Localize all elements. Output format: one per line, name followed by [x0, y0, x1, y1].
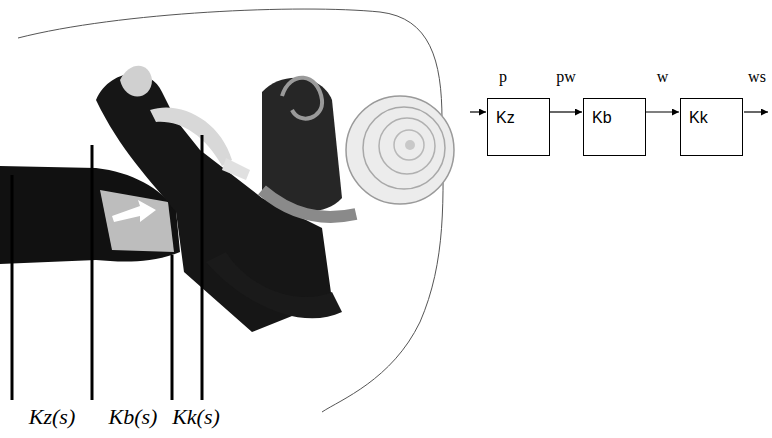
output-arrow	[744, 111, 768, 112]
signal-arrow	[646, 111, 679, 112]
boundary-line	[201, 135, 204, 400]
ossicle	[150, 107, 232, 166]
cochlea-apex	[405, 140, 415, 150]
transfer-block: Kb	[583, 98, 646, 156]
block-name: Kz	[496, 109, 515, 127]
eardrum-region	[100, 190, 174, 252]
signal-arrow	[550, 111, 582, 112]
boundary-line	[171, 255, 174, 400]
eustachian-tube	[206, 252, 342, 318]
cochlea-turn	[363, 107, 445, 189]
signal-name: w	[657, 68, 669, 86]
signal-name: ws	[748, 68, 766, 86]
transfer-block: Kk	[680, 98, 743, 156]
transfer-function-label: Kz(s)	[29, 404, 75, 430]
block-name: Kb	[592, 109, 612, 127]
cochlea-turn	[379, 118, 435, 174]
cochlea-turn	[394, 130, 424, 160]
stapes	[222, 158, 250, 180]
boundary-line	[11, 175, 14, 400]
flow-arrow	[112, 200, 156, 222]
signal-name: pw	[556, 68, 576, 86]
cochlea	[346, 96, 454, 204]
block-name: Kk	[689, 109, 708, 127]
vestibule	[262, 78, 342, 211]
semicircular-canal	[282, 78, 322, 119]
input-arrow	[470, 111, 486, 112]
ossicle	[120, 66, 152, 97]
transfer-block: Kz	[487, 98, 550, 156]
signal-name: p	[499, 68, 507, 86]
transfer-function-label: Kb(s)	[109, 404, 158, 430]
transfer-function-label: Kk(s)	[172, 404, 220, 430]
cochlear-duct	[262, 190, 356, 217]
boundary-line	[91, 145, 94, 400]
